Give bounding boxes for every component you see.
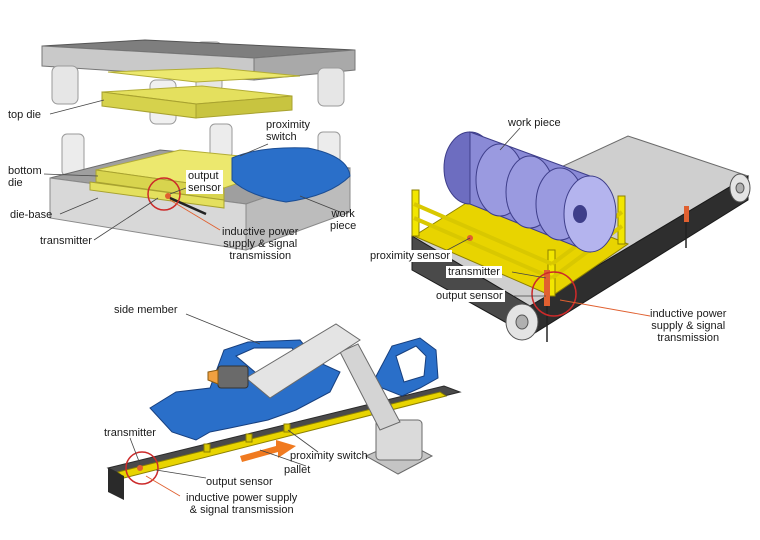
label-press-transmitter: transmitter: [40, 235, 92, 247]
conveyor-far-sensor: [684, 206, 689, 222]
label-car-transmitter: transmitter: [104, 427, 156, 439]
pallet-frame-base: [412, 187, 630, 297]
top-die-upper: [107, 67, 301, 83]
leader-top-die: [49, 99, 105, 115]
top-die-side: [195, 95, 293, 119]
label-car-proximity-switch: proximity switch: [290, 450, 368, 462]
leader-car-transmitter: [129, 437, 141, 465]
direction-arrow: [240, 440, 296, 462]
leader-conveyor-inductive: [559, 299, 651, 317]
press-column-right: [317, 67, 345, 107]
car-output-sensor-dot: [137, 465, 143, 471]
leader-transmitter: [93, 197, 159, 241]
robot-upper-arm: [245, 323, 361, 399]
conveyor-highlight-circle: [531, 271, 577, 317]
leader-bottom-die: [43, 173, 99, 177]
robot-tool-head: [217, 365, 249, 389]
conveyor-roller-back-hub: [735, 182, 745, 194]
pallet-post-3: [617, 195, 626, 245]
label-conveyor-output-sensor: output sensor: [434, 290, 505, 302]
robot-lower-arm: [339, 343, 401, 431]
label-conveyor-transmitter: transmitter: [446, 266, 502, 278]
pallet-stud-1: [203, 443, 211, 453]
pallet-rail-2: [413, 216, 553, 280]
press-cable: [169, 196, 207, 216]
leader-car-output: [155, 469, 207, 479]
press-highlight-circle: [147, 177, 181, 211]
leader-car-inductive: [145, 475, 181, 497]
label-conveyor-work-piece: work piece: [508, 117, 561, 129]
label-car-inductive: inductive power supply& signal transmiss…: [186, 492, 298, 516]
leader-die-base: [59, 197, 99, 215]
leader-car-proximity: [287, 429, 319, 453]
leader-conveyor-transmitter: [511, 271, 547, 279]
conveyor-roller-front-hub: [515, 314, 529, 330]
drum-front: [563, 175, 617, 253]
car-highlight-circle: [125, 451, 159, 485]
label-top-die: top die: [8, 109, 42, 121]
label-car-output-sensor: output sensor: [206, 476, 273, 488]
leader-inductive-press: [169, 199, 221, 231]
leader-conveyor-work-piece: [499, 127, 521, 151]
label-side-member: side member: [114, 304, 178, 316]
label-conveyor-proximity-sensor: proximity sensor: [368, 250, 453, 262]
conveyor-output-sensor: [544, 270, 550, 306]
pallet-stud-2: [245, 433, 253, 443]
pallet-rail-1: [413, 202, 553, 266]
conveyor-assembly: [410, 127, 751, 342]
robot-tool-tip: [207, 369, 219, 385]
leader-work-piece: [299, 195, 341, 213]
drum-stack: [443, 131, 617, 253]
pallet-stud-3: [283, 423, 291, 433]
press-column-left: [51, 65, 79, 105]
press-assembly: [41, 39, 356, 251]
press-work-piece: [231, 147, 351, 203]
leader-output-sensor: [169, 187, 187, 195]
leader-car-pallet: [259, 449, 307, 467]
drum-hub: [573, 205, 587, 223]
leader-side-member: [185, 313, 261, 345]
pallet-post-1: [411, 189, 420, 237]
label-car-pallet: pallet: [284, 464, 311, 476]
car-line-assembly: [106, 313, 462, 500]
label-die-base: die-base: [10, 209, 53, 221]
track-front: [108, 468, 124, 500]
leader-proximity-switch: [239, 143, 269, 157]
press-output-sensor-dot: [165, 193, 171, 199]
car-rear-window: [395, 345, 427, 383]
